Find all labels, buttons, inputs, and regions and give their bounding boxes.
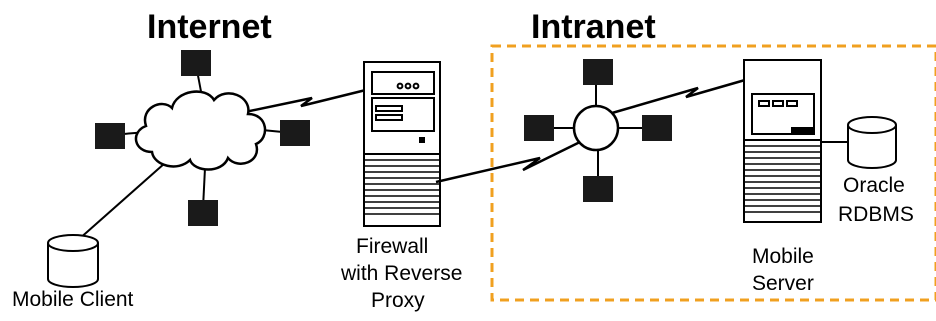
network-node-icon: [181, 50, 211, 76]
network-node-icon: [642, 115, 672, 141]
link-intranet-server: [611, 76, 753, 115]
mobile-server-icon: [743, 59, 822, 223]
network-node-icon: [524, 115, 554, 141]
network-node-icon: [280, 120, 310, 146]
intranet-nodes: [524, 59, 672, 202]
internet-nodes: [95, 50, 310, 226]
oracle-database-icon: [847, 116, 897, 169]
mobile-client-label: Mobile Client: [12, 288, 134, 311]
hub-icon: [572, 104, 620, 152]
link-internet-firewall: [244, 85, 379, 114]
link-firewall-intranet: [435, 140, 581, 184]
internet-title: Internet: [147, 8, 272, 46]
firewall-label-line1: Firewall: [356, 235, 428, 258]
intranet-spokes: [552, 82, 643, 176]
network-node-icon: [95, 123, 125, 149]
network-node-icon: [583, 59, 613, 85]
firewall-server-icon: [363, 61, 441, 227]
oracle-label-line2: RDBMS: [838, 203, 914, 226]
network-node-icon: [188, 200, 218, 226]
cloud-icon: [134, 90, 267, 171]
mobile-server-label-line1: Mobile: [752, 245, 814, 268]
intranet-boundary: [490, 44, 936, 302]
firewall-label-line3: Proxy: [371, 289, 425, 312]
network-node-icon: [583, 176, 613, 202]
intranet-title: Intranet: [531, 8, 656, 46]
firewall-label-line2: with Reverse: [340, 262, 462, 285]
oracle-label-line1: Oracle: [843, 174, 905, 197]
mobile-client-database-icon: [47, 234, 99, 288]
mobile-server-label-line2: Server: [752, 272, 814, 295]
